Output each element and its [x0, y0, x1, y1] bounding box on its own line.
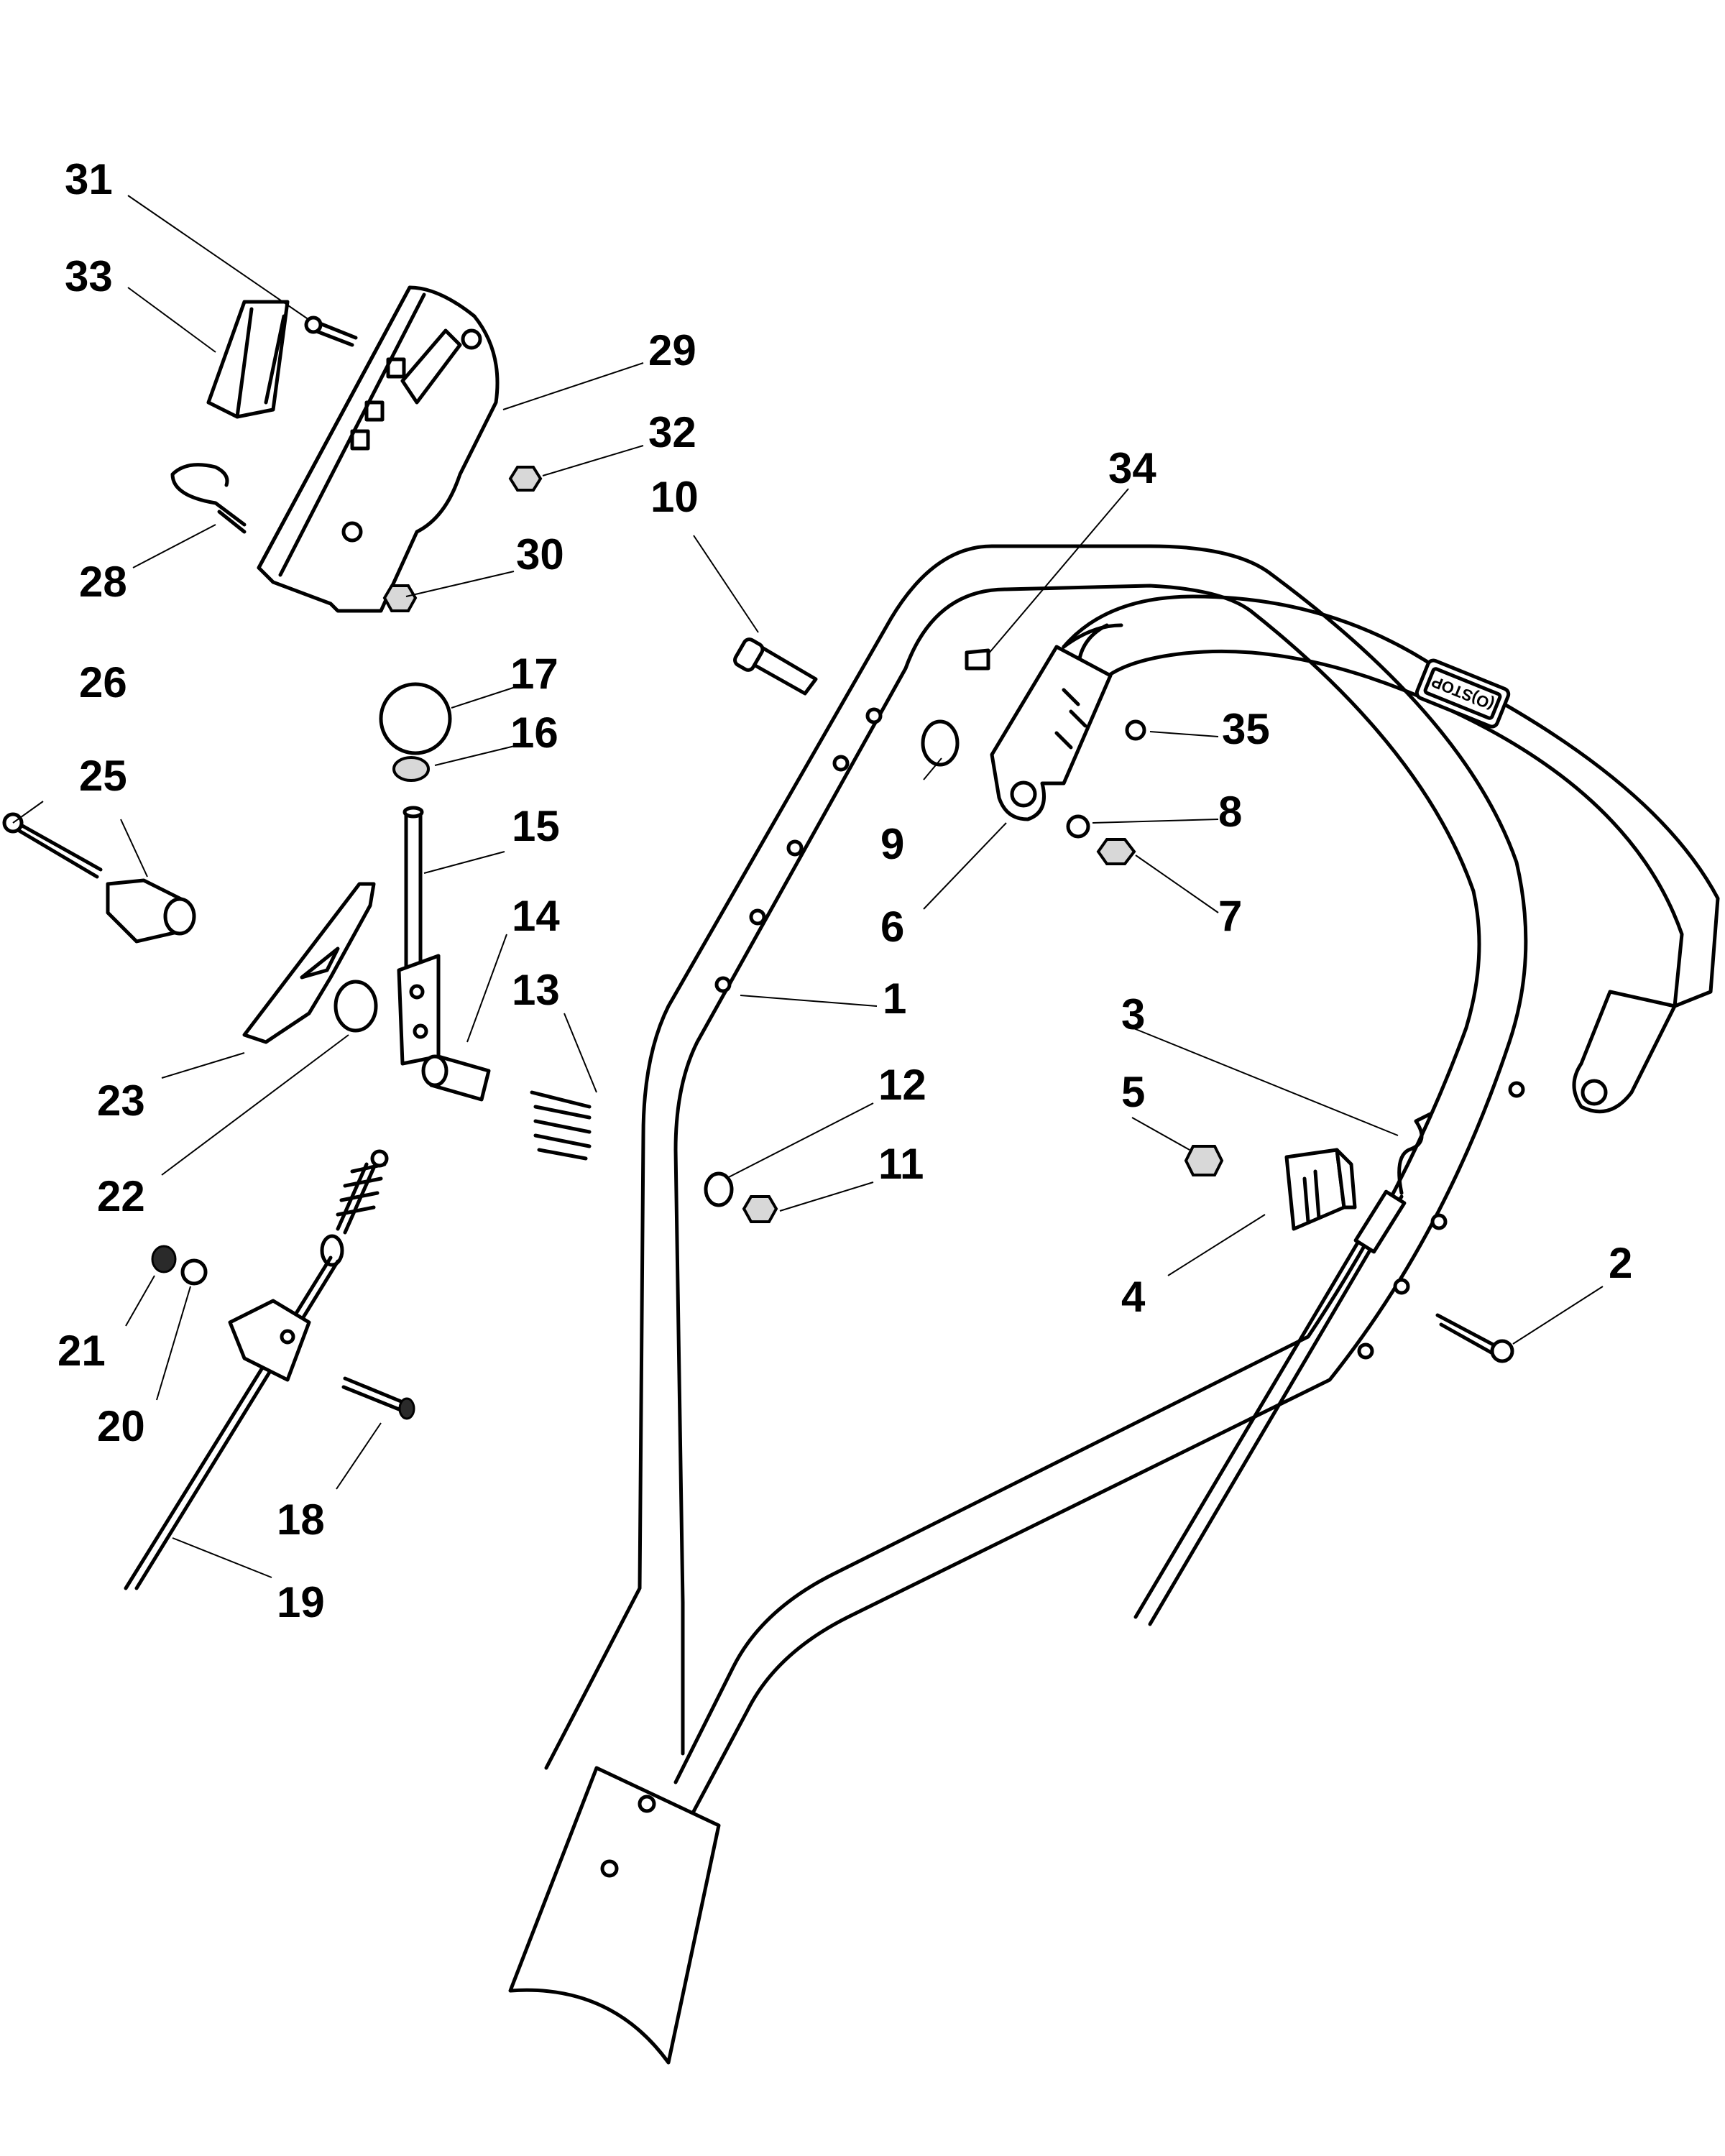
bracket-hardware: [170, 315, 543, 612]
leader-lines: [12, 195, 1604, 1578]
callout-13: 13: [512, 966, 560, 1014]
cable-clip-part: [1284, 1148, 1357, 1231]
callout-14: 14: [512, 892, 560, 940]
callout-21: 21: [58, 1327, 106, 1375]
callout-32: 32: [648, 408, 696, 456]
callout-23: 23: [97, 1077, 145, 1125]
callout-34: 34: [1108, 444, 1156, 492]
callout-35: 35: [1222, 705, 1270, 753]
callout-29: 29: [648, 326, 696, 374]
callout-33: 33: [65, 252, 113, 300]
callout-16: 16: [510, 709, 558, 757]
callout-8: 8: [1218, 788, 1242, 836]
callout-20: 20: [97, 1402, 145, 1450]
callout-30: 30: [516, 530, 564, 579]
lower-cable-parts: [124, 1149, 415, 1590]
fastener-parts: [704, 637, 1514, 1363]
callout-22: 22: [97, 1172, 145, 1220]
callout-3: 3: [1121, 990, 1145, 1038]
cable-part: [1133, 1112, 1432, 1626]
callout-2: 2: [1609, 1239, 1632, 1287]
cover-part: [206, 300, 290, 419]
callout-17: 17: [510, 650, 558, 698]
callout-7: 7: [1218, 892, 1242, 940]
callout-5: 5: [1121, 1068, 1145, 1116]
callout-28: 28: [79, 558, 127, 606]
callout-11: 11: [878, 1140, 924, 1188]
control-bracket-part: [257, 285, 500, 613]
callout-4: 4: [1121, 1273, 1146, 1321]
callout-10: 10: [650, 473, 699, 521]
callout-labels: 31 33 29 32 10 34 28 30 26 17 16 35 25 8…: [58, 155, 1632, 1626]
callout-31: 31: [65, 155, 113, 203]
callout-26: 26: [79, 658, 127, 706]
callout-6: 6: [880, 903, 904, 951]
lever-parts: [2, 682, 592, 1161]
callout-18: 18: [277, 1496, 325, 1544]
callout-12: 12: [878, 1061, 926, 1109]
callout-19: 19: [277, 1578, 325, 1626]
handle-frame-part: [508, 544, 1528, 2065]
callout-9: 9: [880, 820, 904, 868]
callout-25: 25: [79, 752, 127, 800]
callout-1: 1: [883, 975, 906, 1023]
upper-handle-bar: (O)STOP: [990, 594, 1720, 1114]
callout-15: 15: [512, 802, 560, 850]
